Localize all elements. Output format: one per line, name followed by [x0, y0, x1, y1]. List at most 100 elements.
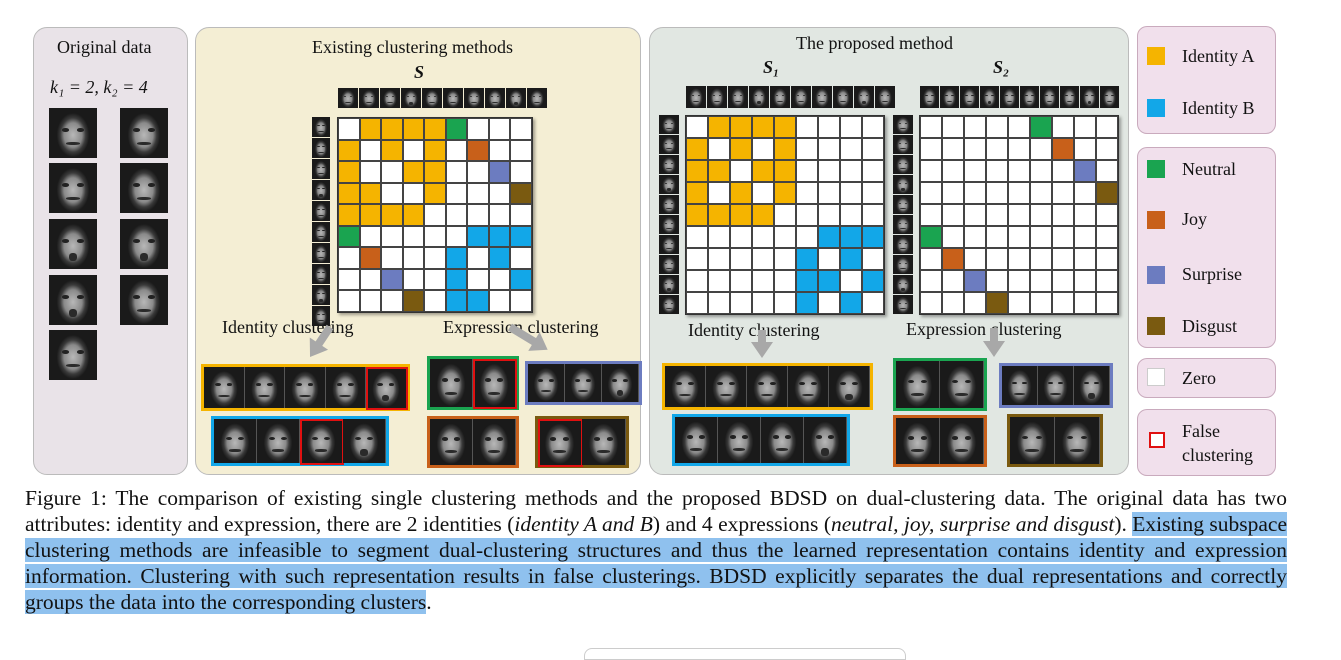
matrix-cell [964, 160, 986, 182]
matrix-cell [445, 204, 467, 226]
face-eye [317, 293, 320, 295]
matrix-cell [1052, 226, 1074, 248]
face-eye [377, 383, 383, 387]
matrix-cell [964, 204, 986, 226]
matrix-cell [920, 248, 942, 270]
matrix-s1-top-face-strip [728, 86, 748, 108]
face-eye [886, 94, 890, 97]
face-mouth [366, 101, 372, 103]
face-mouth [387, 101, 393, 103]
matrix-cell [445, 290, 467, 312]
matrix-cell [445, 139, 467, 161]
identity-b-swatch [1147, 99, 1165, 117]
face-eye [904, 282, 908, 284]
matrix-cell [840, 270, 862, 292]
face-eye [1025, 94, 1028, 97]
matrix-s2-top-face-strip [1040, 86, 1059, 108]
matrix-cell [796, 292, 818, 314]
face-eye [670, 142, 674, 144]
matrix-cell [686, 248, 708, 270]
original-face-image [49, 330, 97, 380]
matrix-cell [862, 138, 884, 160]
matrix-cell [708, 182, 730, 204]
face-eye [772, 435, 779, 439]
face-eye [840, 382, 846, 386]
face-eye [1105, 94, 1108, 97]
matrix-cell [862, 248, 884, 270]
matrix-cell [445, 182, 467, 204]
proposed-identity-b-cluster [672, 414, 850, 466]
face-eye [945, 94, 948, 97]
face-eye [838, 94, 842, 97]
face-eye [454, 437, 461, 441]
face-eye [322, 209, 325, 211]
matrix-cell [338, 161, 360, 183]
matrix-cell [708, 226, 730, 248]
face-eye [908, 436, 915, 440]
face-eye [1091, 94, 1094, 97]
cluster-face-image [896, 361, 939, 408]
matrix-cell [964, 292, 986, 314]
face-mouth [444, 391, 458, 395]
face-mouth [955, 392, 968, 396]
face-mouth [666, 147, 672, 150]
face-eye [670, 122, 674, 124]
matrix-cell [467, 268, 489, 290]
matrix-cell [986, 138, 1008, 160]
matrix-s-side-face-strip [312, 285, 330, 305]
face-eye [670, 282, 674, 284]
matrix-cell [424, 139, 446, 161]
matrix-cell [840, 138, 862, 160]
matrix-cell [774, 270, 796, 292]
matrix-cell [862, 270, 884, 292]
matrix-cell [424, 225, 446, 247]
face-mouth [65, 142, 81, 145]
matrix-cell [1074, 182, 1096, 204]
proposed-neutral-cluster [893, 358, 987, 411]
matrix-cell [1008, 270, 1030, 292]
matrix-cell [862, 292, 884, 314]
face-mouth [136, 309, 152, 312]
face-eye [62, 239, 70, 243]
surprise-label: Surprise [1182, 264, 1242, 284]
matrix-cell [708, 204, 730, 226]
matrix-s1-top-face-strip [812, 86, 832, 108]
matrix-s1-top-face-strip [791, 86, 811, 108]
matrix-cell [381, 290, 403, 312]
face-eye [1083, 381, 1089, 385]
matrix-cell [942, 138, 964, 160]
face-mouth [1087, 100, 1092, 105]
matrix-s1-side-face-strip [659, 135, 679, 154]
matrix-cell [1096, 138, 1118, 160]
face-mouth [258, 394, 271, 398]
matrix-cell [424, 290, 446, 312]
matrix-s1-top-face-strip [707, 86, 727, 108]
face-mouth [819, 100, 825, 103]
proposed-identity-clustering-label: Identity clustering [688, 320, 820, 340]
face-eye [758, 382, 764, 386]
matrix-cell [338, 290, 360, 312]
face-mouth [271, 448, 285, 452]
matrix-s2-side-face-strip [893, 215, 913, 234]
face-eye [1011, 94, 1014, 97]
matrix-s1-top-face-strip [749, 86, 769, 108]
matrix-cell [1052, 160, 1074, 182]
face-eye [322, 314, 325, 316]
face-eye [1022, 381, 1028, 385]
face-mouth [318, 151, 324, 153]
face-eye [717, 382, 723, 386]
face-eye [147, 128, 155, 132]
face-mouth [534, 101, 540, 103]
face-eye [348, 383, 354, 387]
zero-label: Zero [1182, 368, 1216, 388]
matrix-cell [818, 204, 840, 226]
matrix-cell [964, 270, 986, 292]
face-mouth [139, 253, 149, 261]
face-mouth [900, 227, 906, 230]
face-mouth [1066, 100, 1073, 103]
face-eye [760, 94, 764, 97]
face-eye [62, 183, 70, 187]
face-eye [952, 436, 959, 440]
matrix-cell [338, 204, 360, 226]
face-eye [317, 125, 320, 127]
